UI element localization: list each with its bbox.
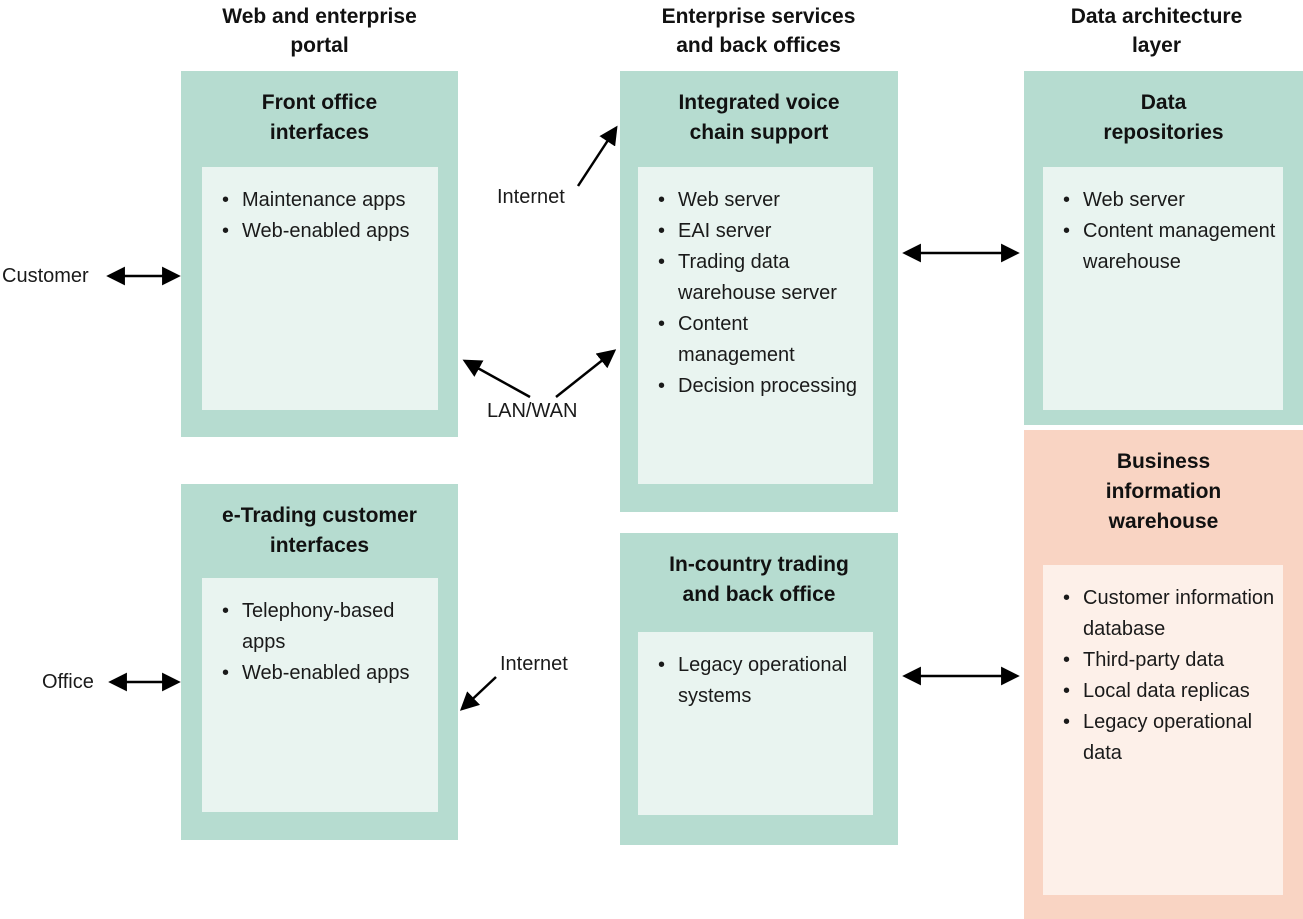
etrading-inner: Telephony-based apps Web-enabled apps — [202, 578, 438, 812]
lan-wan-label: LAN/WAN — [487, 400, 578, 422]
front-office-inner: Maintenance apps Web-enabled apps — [202, 167, 438, 410]
list-item: Telephony-based apps — [222, 596, 432, 658]
list-item: Decision processing — [658, 371, 867, 402]
internet-top-arrow — [576, 125, 618, 187]
business-warehouse-box: Business information warehouse Customer … — [1024, 430, 1303, 919]
integrated-voice-inner: Web server EAI server Trading data wareh… — [638, 167, 873, 484]
data-repositories-title: Data repositories — [1103, 91, 1224, 144]
office-label: Office — [42, 671, 94, 693]
list-item: Customer information database — [1063, 583, 1277, 645]
customer-label: Customer — [2, 265, 89, 287]
list-item: Third-party data — [1063, 645, 1277, 676]
lanwan-right-arrow — [555, 349, 617, 398]
list-item: Web-enabled apps — [222, 658, 432, 689]
list-item: Web server — [658, 185, 867, 216]
list-item: EAI server — [658, 216, 867, 247]
incountry-inner: Legacy operational systems — [638, 632, 873, 815]
list-item: Legacy operational systems — [658, 650, 867, 712]
incountry-title: In-country trading and back office — [669, 553, 849, 606]
list-item: Content management — [658, 309, 867, 371]
internet-bottom-arrow — [459, 676, 497, 711]
etrading-title: e-Trading customer interfaces — [222, 504, 417, 557]
internet-bottom-label: Internet — [500, 653, 568, 675]
list-item: Local data replicas — [1063, 676, 1277, 707]
list-item: Legacy operational data — [1063, 707, 1277, 769]
lanwan-left-arrow — [462, 359, 531, 399]
column-header-enterprise-services: Enterprise services and back offices — [661, 5, 856, 57]
front-office-list: Maintenance apps Web-enabled apps — [202, 167, 438, 247]
list-item: Maintenance apps — [222, 185, 432, 216]
front-office-box: Front office interfaces Maintenance apps… — [181, 71, 458, 437]
business-warehouse-title: Business information warehouse — [1105, 450, 1222, 533]
list-item: Web server — [1063, 185, 1277, 216]
list-item: Trading data warehouse server — [658, 247, 867, 309]
data-repositories-inner: Web server Content management warehouse — [1043, 167, 1283, 410]
internet-top-label: Internet — [497, 186, 565, 208]
column-header-web-portal: Web and enterprise portal — [222, 5, 417, 57]
integrated-voice-title: Integrated voice chain support — [678, 91, 840, 144]
business-warehouse-inner: Customer information database Third-part… — [1043, 565, 1283, 895]
front-office-title: Front office interfaces — [261, 91, 378, 144]
business-warehouse-list: Customer information database Third-part… — [1043, 565, 1283, 769]
data-repositories-list: Web server Content management warehouse — [1043, 167, 1283, 278]
incountry-list: Legacy operational systems — [638, 632, 873, 712]
etrading-list: Telephony-based apps Web-enabled apps — [202, 578, 438, 689]
list-item: Content management warehouse — [1063, 216, 1277, 278]
integrated-voice-list: Web server EAI server Trading data wareh… — [638, 167, 873, 402]
incountry-box: In-country trading and back office Legac… — [620, 533, 898, 845]
column-header-data-architecture: Data architecture layer — [1070, 5, 1243, 57]
integrated-voice-box: Integrated voice chain support Web serve… — [620, 71, 898, 512]
list-item: Web-enabled apps — [222, 216, 432, 247]
etrading-box: e-Trading customer interfaces Telephony-… — [181, 484, 458, 840]
data-repositories-box: Data repositories Web server Content man… — [1024, 71, 1303, 425]
